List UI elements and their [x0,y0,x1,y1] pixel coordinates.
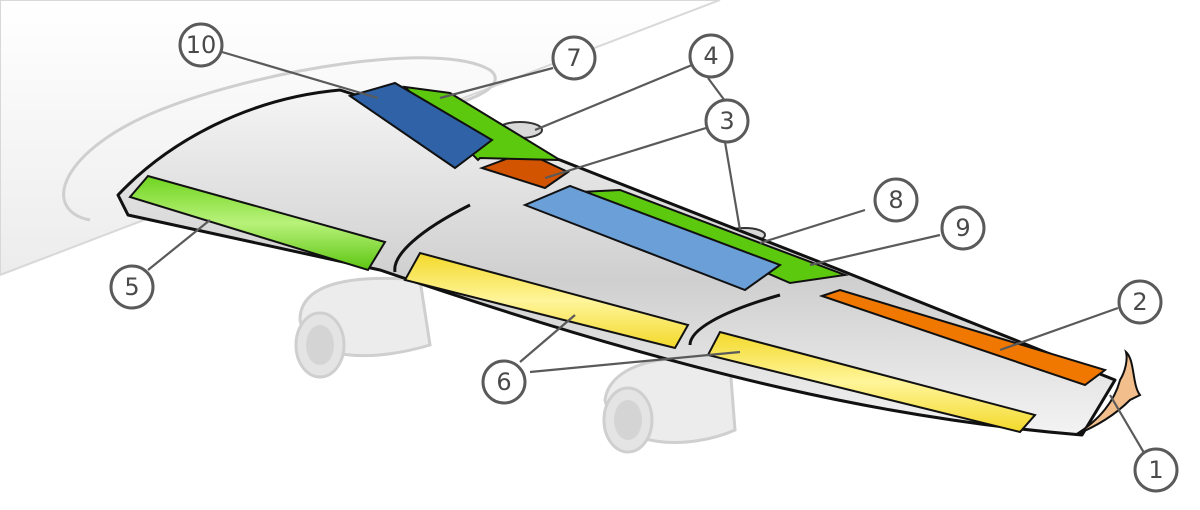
leading-edge-slat-mid [403,251,690,350]
callout-7: 7 [551,35,597,81]
callout-label-9: 9 [955,214,970,242]
outboard-engine [602,356,737,454]
callout-10: 10 [178,22,224,68]
callout-1: 1 [1133,447,1179,493]
callout-label-3: 3 [719,107,734,135]
callout-5: 5 [109,264,155,310]
inboard-engine [294,276,432,379]
callout-6: 6 [481,359,527,405]
callout-4: 4 [688,33,734,79]
callout-label-2: 2 [1132,288,1147,316]
aileron [818,288,1108,387]
callout-label-7: 7 [566,44,581,72]
callout-label-10: 10 [186,31,217,59]
callout-label-8: 8 [888,186,903,214]
callout-label-1: 1 [1148,456,1163,484]
callout-label-4: 4 [703,42,718,70]
leading-edge-slat-outboard [706,330,1037,434]
callout-label-5: 5 [124,273,139,301]
callout-lines [147,50,1151,464]
callout-3: 3 [704,98,750,144]
callout-8: 8 [873,177,919,223]
leading-edge-slat-inboard [128,174,387,272]
callout-9: 9 [940,205,986,251]
callout-2: 2 [1117,279,1163,325]
slat-divider [688,293,781,346]
slat-divider [393,203,471,273]
airbrake-outboard [522,184,783,292]
airbrake-inboard [347,81,494,170]
callout-label-6: 6 [496,368,511,396]
